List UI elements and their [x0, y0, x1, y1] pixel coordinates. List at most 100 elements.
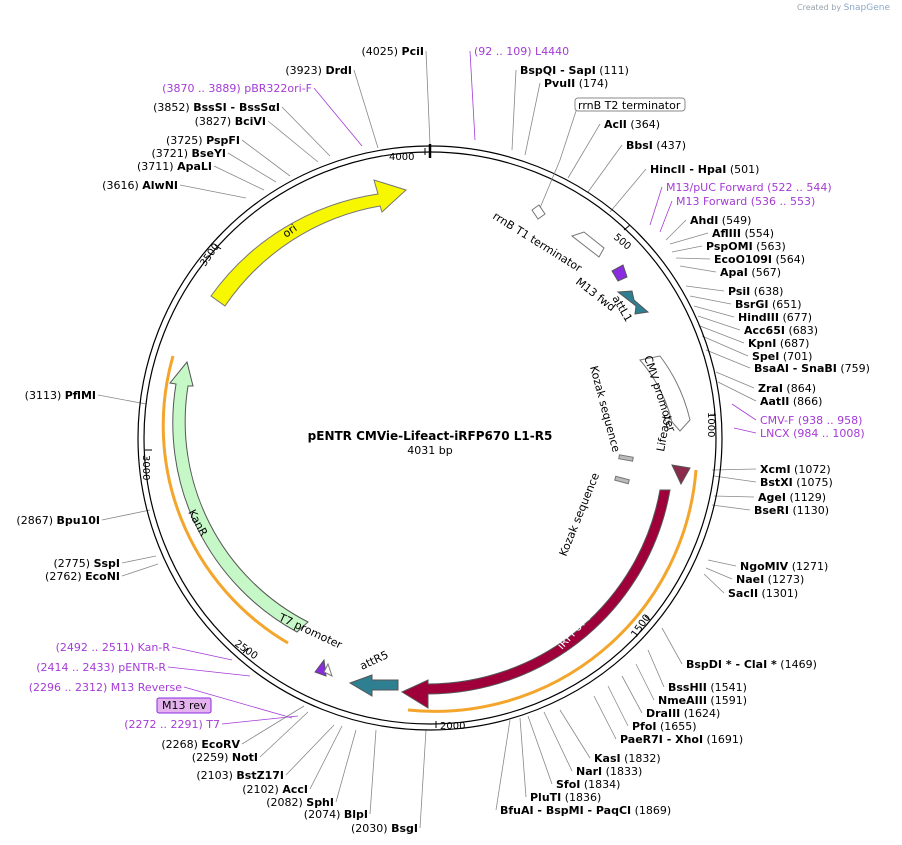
attr5-arrow[interactable] — [348, 674, 399, 697]
leader-line — [649, 186, 663, 226]
enzyme-site-label[interactable]: KpnI (687) — [748, 337, 809, 350]
leader-line — [285, 724, 335, 776]
enzyme-site-label[interactable]: SpeI (701) — [752, 350, 812, 363]
enzyme-site-label[interactable]: XcmI (1072) — [760, 463, 831, 476]
enzyme-site-label[interactable]: NaeI (1273) — [736, 573, 804, 586]
enzyme-site-label[interactable]: AgeI (1129) — [758, 491, 826, 504]
enzyme-site-label[interactable]: (3725) PspFI — [166, 134, 240, 147]
cmv-promoter-arrow[interactable] — [639, 355, 691, 432]
enzyme-site-label[interactable]: NgoMIV (1271) — [740, 560, 828, 573]
primer-site-label[interactable]: M13/pUC Forward (522 .. 544) — [666, 181, 832, 194]
enzyme-site-label[interactable]: BbsI (437) — [626, 139, 686, 152]
primer-site-label[interactable]: CMV-F (938 .. 958) — [760, 414, 862, 427]
enzyme-site-label[interactable]: BspDI * - ClaI * (1469) — [686, 658, 817, 671]
enzyme-site-label[interactable]: EcoO109I (564) — [714, 253, 805, 266]
enzyme-site-label[interactable]: DraIII (1624) — [646, 707, 720, 720]
m13-rev-arrow[interactable] — [314, 658, 327, 677]
enzyme-site-label[interactable]: (2259) NotI — [192, 751, 258, 764]
leader-line — [587, 144, 623, 193]
irfp-arrow[interactable] — [400, 489, 671, 709]
t7-promoter-arrow[interactable] — [323, 662, 333, 677]
enzyme-site-label[interactable]: (2082) SphI — [266, 796, 334, 809]
enzyme-site-label[interactable]: NarI (1833) — [576, 765, 642, 778]
enzyme-site-label[interactable]: PvuII (174) — [544, 77, 608, 90]
primer-site-label[interactable]: (2414 .. 2433) pENTR-R — [36, 661, 166, 674]
primer-site-label[interactable]: M13 Forward (536 .. 553) — [676, 195, 815, 208]
leader-line — [567, 123, 601, 179]
leader-line — [675, 257, 711, 260]
leader-line — [713, 495, 755, 498]
lifeact-label: Lifeact — [654, 413, 673, 452]
enzyme-site-label[interactable]: (2867) Bpu10I — [16, 514, 100, 527]
primer-site-label[interactable]: (2296 .. 2312) M13 Reverse — [29, 681, 182, 694]
enzyme-site-label[interactable]: (3827) BciVI — [195, 115, 266, 128]
leader-line — [707, 559, 737, 567]
lifeact-arrow[interactable] — [671, 464, 691, 486]
enzyme-site-label[interactable]: PfoI (1655) — [632, 720, 697, 733]
rrnb-t2-arrow[interactable] — [531, 204, 546, 220]
enzyme-site-label[interactable]: AclI (364) — [604, 118, 660, 131]
enzyme-site-label[interactable]: (2775) SspI — [53, 557, 120, 570]
enzyme-site-label[interactable]: PsiI (638) — [728, 285, 783, 298]
attl1-arrow[interactable] — [616, 290, 650, 315]
enzyme-site-label[interactable]: ApaI (567) — [720, 266, 781, 279]
enzyme-site-label[interactable]: (2102) AccI — [242, 783, 308, 796]
enzyme-site-label[interactable]: PspOMI (563) — [706, 240, 786, 253]
plasmid-name: pENTR CMVie-Lifeact-iRFP670 L1-R5 — [308, 429, 553, 443]
enzyme-site-label[interactable]: HincII - HpaI (501) — [650, 163, 759, 176]
enzyme-site-label[interactable]: PluTI (1836) — [530, 791, 601, 804]
ori-arrow[interactable] — [210, 179, 407, 307]
m13-fwd-arrow[interactable] — [611, 264, 628, 282]
leader-line — [335, 729, 357, 803]
leader-line — [711, 468, 757, 471]
enzyme-site-label[interactable]: (2762) EcoNI — [45, 570, 120, 583]
enzyme-site-label[interactable]: HindIII (677) — [738, 311, 812, 324]
enzyme-site-label[interactable]: BsaAI - SnaBI (759) — [754, 362, 870, 375]
leader-line — [699, 325, 745, 344]
plasmid-length: 4031 bp — [407, 444, 452, 457]
leader-line — [659, 200, 673, 233]
enzyme-site-label[interactable]: SacII (1301) — [728, 587, 798, 600]
enzyme-site-label[interactable]: AatII (866) — [760, 395, 822, 408]
attr5-label: attR5 — [358, 648, 391, 672]
enzyme-site-label[interactable]: (3113) PflMI — [25, 389, 96, 402]
enzyme-site-label[interactable]: (2268) EcoRV — [161, 738, 240, 751]
enzyme-site-label[interactable]: BstXI (1075) — [760, 476, 833, 489]
enzyme-site-label[interactable]: (3711) ApaLI — [137, 160, 212, 173]
enzyme-site-label[interactable]: (2030) BsgI — [351, 822, 418, 835]
rrnb-t1-arrow[interactable] — [570, 231, 605, 258]
primer-site-label[interactable]: LNCX (984 .. 1008) — [760, 427, 865, 440]
enzyme-site-label[interactable]: (3616) AlwNI — [102, 179, 178, 192]
primer-site-label[interactable]: (2492 .. 2511) Kan-R — [56, 641, 171, 654]
enzyme-site-label[interactable]: Acc65I (683) — [744, 324, 818, 337]
leader-line — [685, 285, 725, 292]
enzyme-site-label[interactable]: NmeAIII (1591) — [658, 694, 747, 707]
enzyme-site-label[interactable]: SfoI (1834) — [556, 778, 620, 791]
enzyme-site-label[interactable]: BssHII (1541) — [668, 681, 747, 694]
enzyme-site-label[interactable]: BsrGI (651) — [735, 298, 802, 311]
primer-site-label[interactable]: (92 .. 109) L4440 — [474, 45, 569, 58]
enzyme-site-label[interactable]: (2074) BlpI — [304, 808, 368, 821]
enzyme-site-label[interactable]: (3721) BseYI — [151, 147, 226, 160]
m13-rev-box — [156, 697, 212, 714]
enzyme-site-label[interactable]: PaeR7I - XhoI (1691) — [620, 733, 743, 746]
enzyme-site-label[interactable]: KasI (1832) — [594, 752, 661, 765]
enzyme-site-label[interactable]: (3923) DrdI — [285, 64, 352, 77]
enzyme-site-label[interactable]: AflIII (554) — [712, 227, 774, 240]
leader-line — [527, 715, 553, 785]
kozak-box-2 — [614, 475, 630, 485]
kanr-arrow[interactable] — [169, 360, 309, 633]
enzyme-site-label[interactable]: (2103) BstZ17I — [196, 769, 284, 782]
enzyme-site-label[interactable]: (3852) BssSI - BssSαI — [153, 101, 280, 114]
enzyme-site-label[interactable]: BseRI (1130) — [754, 504, 829, 517]
snapgene-logo: SnapGene — [843, 3, 890, 13]
enzyme-site-label[interactable]: AhdI (549) — [690, 214, 751, 227]
primer-site-label[interactable]: (2272 .. 2291) T7 — [124, 718, 220, 731]
primer-site-label[interactable]: (3870 .. 3889) pBR322ori-F — [162, 82, 312, 95]
enzyme-site-label[interactable]: (4025) PciI — [361, 45, 424, 58]
enzyme-site-label[interactable]: BfuAI - BspMI - PaqCI (1869) — [500, 804, 671, 817]
enzyme-site-label[interactable]: BspQI - SapI (111) — [520, 64, 629, 77]
leader-line — [697, 315, 741, 331]
enzyme-site-label[interactable]: ZraI (864) — [758, 382, 816, 395]
